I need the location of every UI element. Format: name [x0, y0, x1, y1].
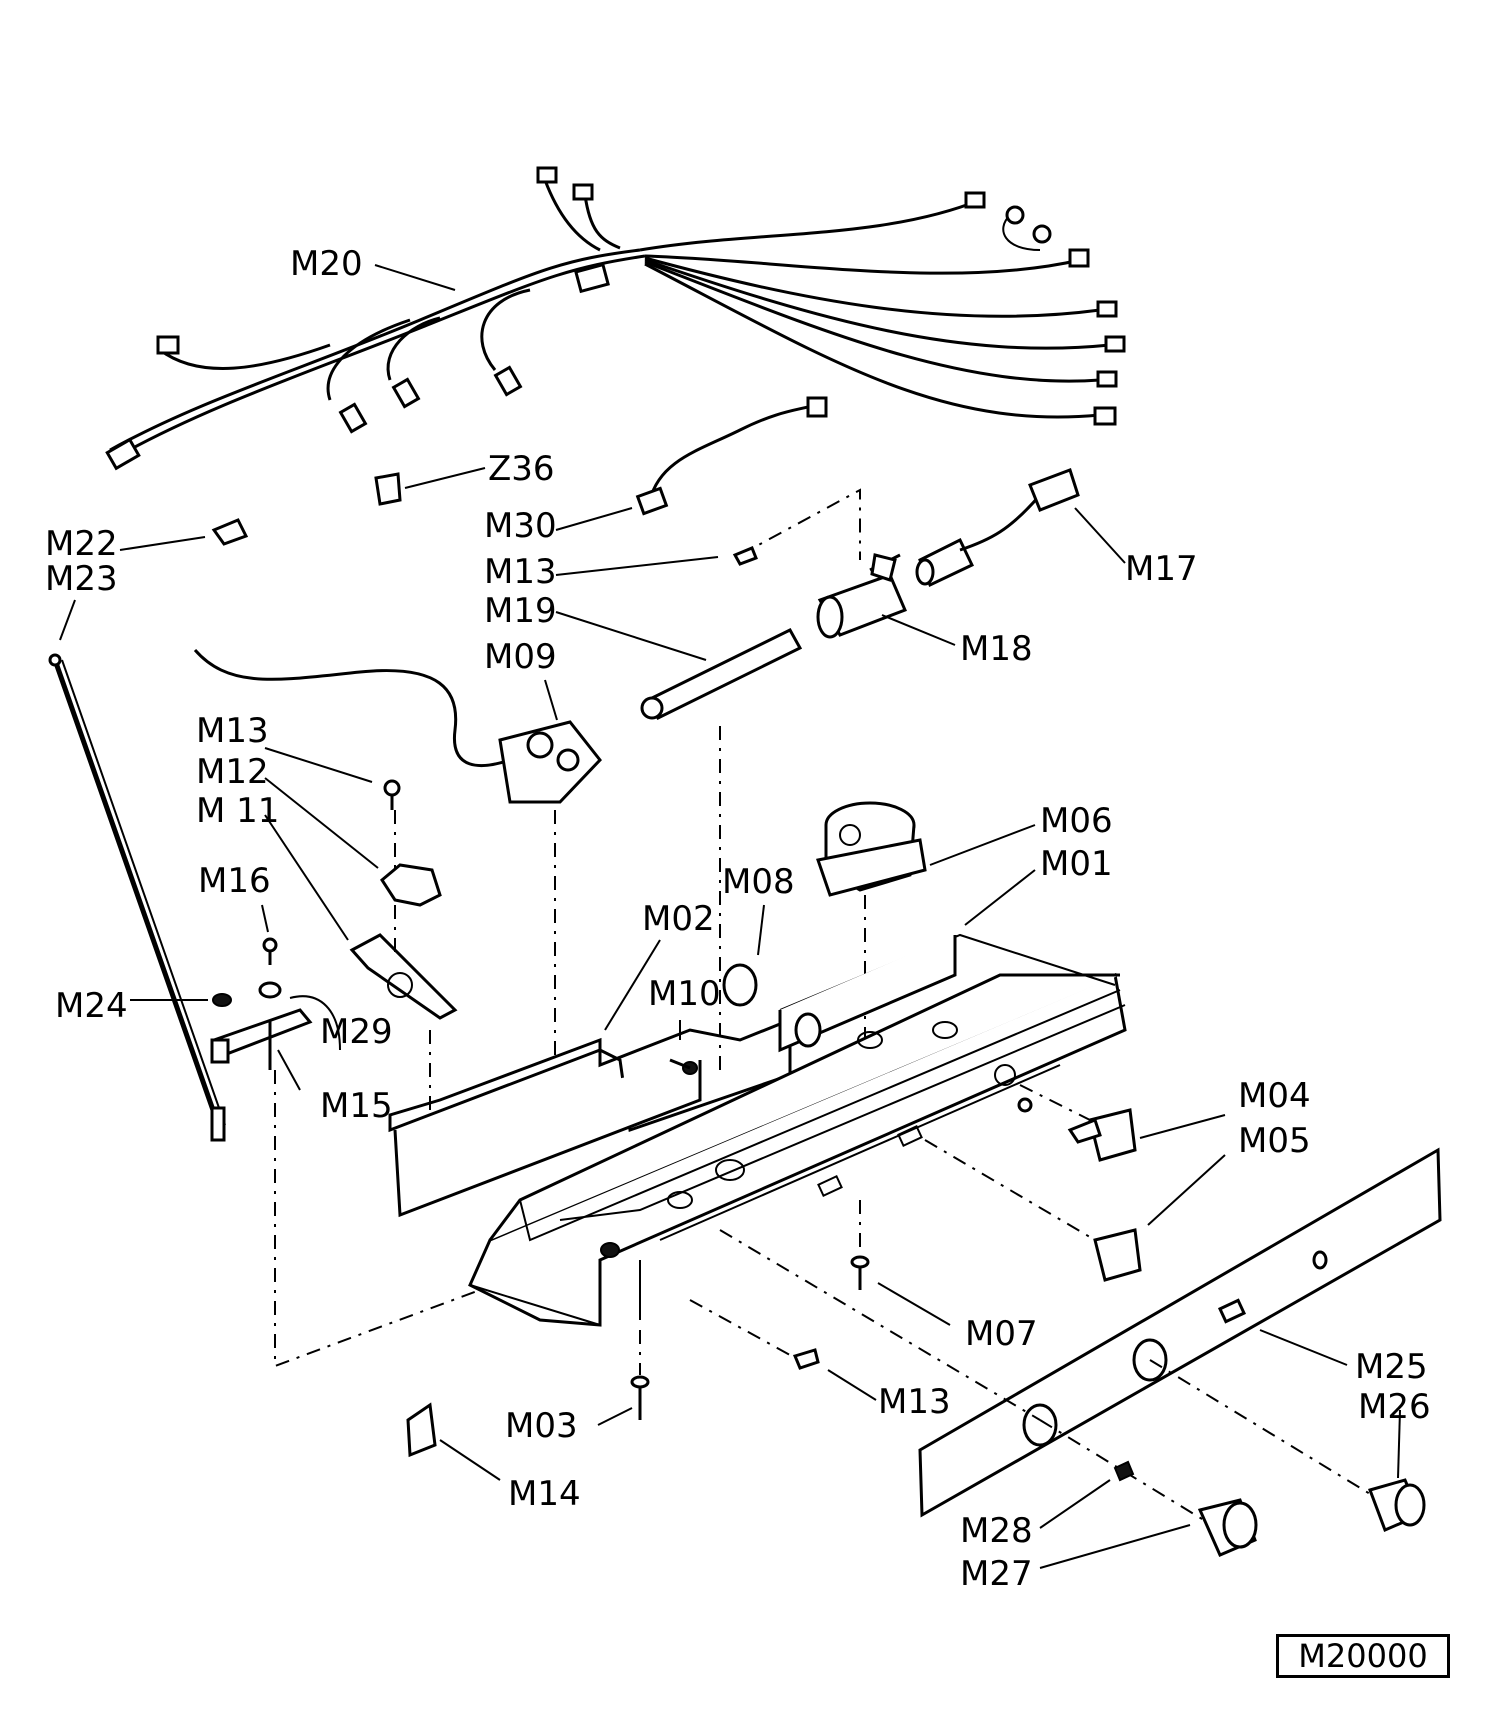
label-m19: M19 — [484, 591, 557, 631]
label-m10: M10 — [648, 974, 721, 1014]
label-m04: M04 — [1238, 1076, 1311, 1116]
diagram-code-box: M20000 — [1276, 1634, 1450, 1678]
screw-m03 — [630, 1330, 650, 1420]
knob-m08 — [722, 963, 758, 1007]
front-panel-m25 — [719, 1147, 1442, 1531]
label-m28: M28 — [960, 1511, 1033, 1551]
label-m13-top: M13 — [484, 552, 557, 592]
label-m27: M27 — [960, 1554, 1033, 1594]
part-m28 — [1113, 1460, 1135, 1482]
bracket-m02 — [388, 720, 792, 1218]
label-m18: M18 — [960, 629, 1033, 669]
label-m09: M09 — [484, 637, 557, 677]
screw-m07 — [850, 1200, 870, 1290]
housing-tray-m01 — [468, 933, 1127, 1327]
label-z36: Z36 — [488, 449, 555, 489]
label-m25: M25 — [1355, 1347, 1428, 1387]
label-m13-bottom: M13 — [878, 1382, 951, 1422]
label-m15: M15 — [320, 1086, 393, 1126]
switch-m26 — [1368, 1478, 1426, 1532]
label-m05: M05 — [1238, 1121, 1311, 1161]
label-m03: M03 — [505, 1406, 578, 1446]
clip-m22 — [211, 518, 249, 546]
label-m30: M30 — [484, 506, 557, 546]
clip-z36 — [374, 472, 402, 506]
wire-m30 — [635, 396, 828, 516]
label-m17: M17 — [1125, 549, 1198, 589]
clip-m14 — [406, 1402, 437, 1458]
label-m13-left: M13 — [196, 711, 269, 751]
switch-m04 — [1067, 1108, 1137, 1162]
label-m22: M22 — [45, 524, 118, 564]
lever-assembly-m15 — [210, 937, 481, 1368]
label-m24: M24 — [55, 986, 128, 1026]
thermostat-bracket-m11-m12 — [349, 779, 458, 1020]
label-m16: M16 — [198, 861, 271, 901]
label-m14: M14 — [508, 1474, 581, 1514]
label-m08: M08 — [722, 862, 795, 902]
label-m06: M06 — [1040, 801, 1113, 841]
label-m01: M01 — [1040, 844, 1113, 884]
label-m12: M12 — [196, 752, 269, 792]
rod-m23 — [48, 653, 226, 1142]
part-labels: M20 Z36 M22 M23 M30 M13 M19 M17 M18 M09 … — [45, 244, 1431, 1594]
timer-m06 — [816, 801, 927, 1040]
label-m07: M07 — [965, 1314, 1038, 1354]
control-m09 — [193, 649, 602, 1060]
leader-lines — [59, 264, 1401, 1569]
knob-m27 — [1197, 1498, 1258, 1557]
screw-m13-bottom — [689, 1299, 820, 1370]
switch-m17-m18 — [739, 468, 1080, 639]
label-m20: M20 — [290, 244, 363, 284]
capillary-tube-m19 — [640, 628, 803, 720]
switch-m05 — [924, 1084, 1142, 1282]
wire-harness-m20 — [105, 166, 1126, 471]
label-m02: M02 — [642, 899, 715, 939]
screw-m13-top — [732, 546, 758, 566]
label-m23: M23 — [45, 559, 118, 599]
label-m29: M29 — [320, 1012, 393, 1052]
label-m26: M26 — [1358, 1387, 1431, 1427]
label-m11: M 11 — [196, 791, 279, 831]
